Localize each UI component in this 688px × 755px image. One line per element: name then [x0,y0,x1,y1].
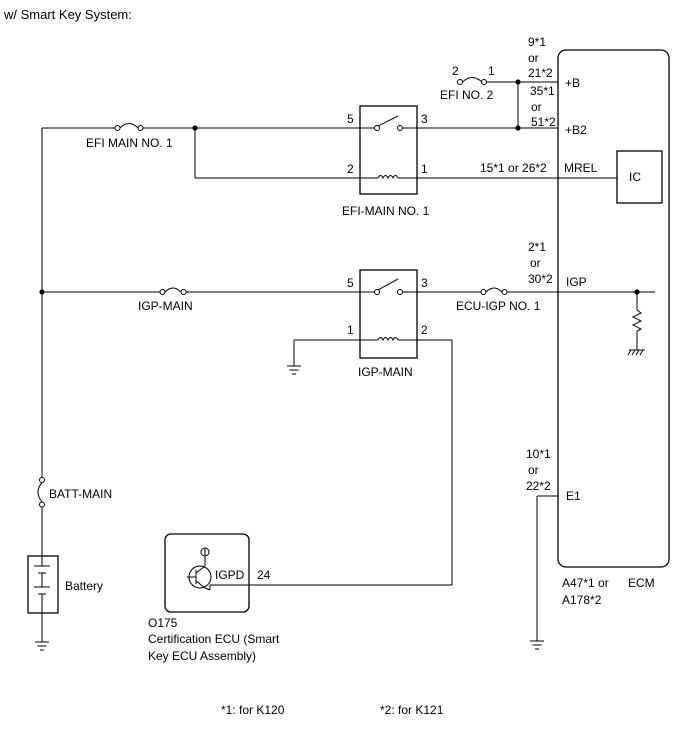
ecm-terminal-igp: IGP [566,275,587,289]
batt-main-fuse-label: BATT-MAIN [49,487,112,501]
pin-igp-2: or [530,256,541,270]
pin-b2-3: 51*2 [531,115,556,129]
efi-relay-pin5: 5 [347,112,354,126]
pin-mrel: 15*1 or 26*2 [480,161,547,175]
pin-e1-2: or [528,463,539,477]
efi-main-no1-fuse-label: EFI MAIN NO. 1 [86,136,173,150]
ecu-igp-fuse-label: ECU-IGP NO. 1 [456,299,541,313]
transistor-icon [187,547,212,591]
igp-relay-switch-icon [377,278,399,291]
cert-ecu-connector: O175 [148,616,178,630]
igp-resistor-icon [631,309,643,332]
footnote-k121: *2: for K121 [380,703,444,717]
pin-e1-1: 10*1 [526,447,551,461]
ic-box [616,150,663,204]
efi-relay-pin1: 1 [421,162,428,176]
pin-igp-3: 30*2 [528,272,553,286]
battery-icon [34,556,50,613]
efi-relay-switch-icon [377,115,399,127]
chassis-ground-icon [627,349,645,356]
cert-ecu-name-line1: Certification ECU (Smart [148,632,280,646]
cert-ecu-name-line2: Key ECU Assembly) [148,649,256,663]
ecm-terminal-mrel: MREL [564,161,598,175]
ecm-label: ECM [628,576,655,590]
pin-b-1: 9*1 [528,35,546,49]
cert-ecu-terminal: IGPD [215,568,245,582]
igp-relay-pin1: 1 [347,323,354,337]
batt-main-fuse-icon [37,482,43,503]
efi-no2-pin-left: 2 [452,64,459,78]
efi-main-relay-box [359,105,418,195]
ecm-terminal-e1: E1 [566,489,581,503]
efi-main-no1-fuse-icon [119,123,139,129]
efi-main-relay-label: EFI-MAIN NO. 1 [342,204,430,218]
ecm-terminal-b: +B [565,76,580,90]
pin-b-2: or [528,51,539,65]
cert-ecu-box [164,533,250,613]
e1-ground-icon [530,640,544,650]
pin-b-3: 21*2 [528,66,553,80]
pin-b2-2: or [531,100,542,114]
igp-relay-pin5: 5 [347,276,354,290]
pin-e1-3: 22*2 [526,479,551,493]
cert-ecu-pin: 24 [257,568,271,582]
igp-relay-coil-icon [377,337,399,342]
igp-main-relay-box [359,269,418,359]
ecm-connector-a: A47*1 or [562,576,609,590]
igp-main-fuse-label: IGP-MAIN [138,299,193,313]
ecm-connector-b: A178*2 [562,593,602,607]
pin-b2-1: 35*1 [530,84,555,98]
battery-box [27,555,59,614]
battery-label: Battery [65,579,103,593]
igp-relay-pin2: 2 [421,323,428,337]
efi-relay-pin2: 2 [347,162,354,176]
igp-relay-pin3: 3 [421,276,428,290]
efi-relay-pin3: 3 [421,112,428,126]
igp-main-relay-label: IGP-MAIN [358,365,413,379]
ic-label: IC [629,170,641,184]
efi-no2-fuse-icon [462,77,483,83]
efi-no2-pin-right: 1 [488,64,495,78]
ecm-terminal-b2: +B2 [565,123,587,137]
efi-relay-coil-icon [377,175,399,180]
diagram-title: w/ Smart Key System: [3,7,132,22]
pin-igp-1: 2*1 [528,240,546,254]
ecm-box [557,49,670,568]
ecu-igp-fuse-icon [485,287,503,293]
igp-relay-ground-icon [287,365,301,375]
footnote-k120: *1: for K120 [221,703,285,717]
efi-no2-label: EFI NO. 2 [440,88,494,102]
igp-main-fuse-icon [164,287,182,293]
battery-ground-icon [35,641,49,651]
